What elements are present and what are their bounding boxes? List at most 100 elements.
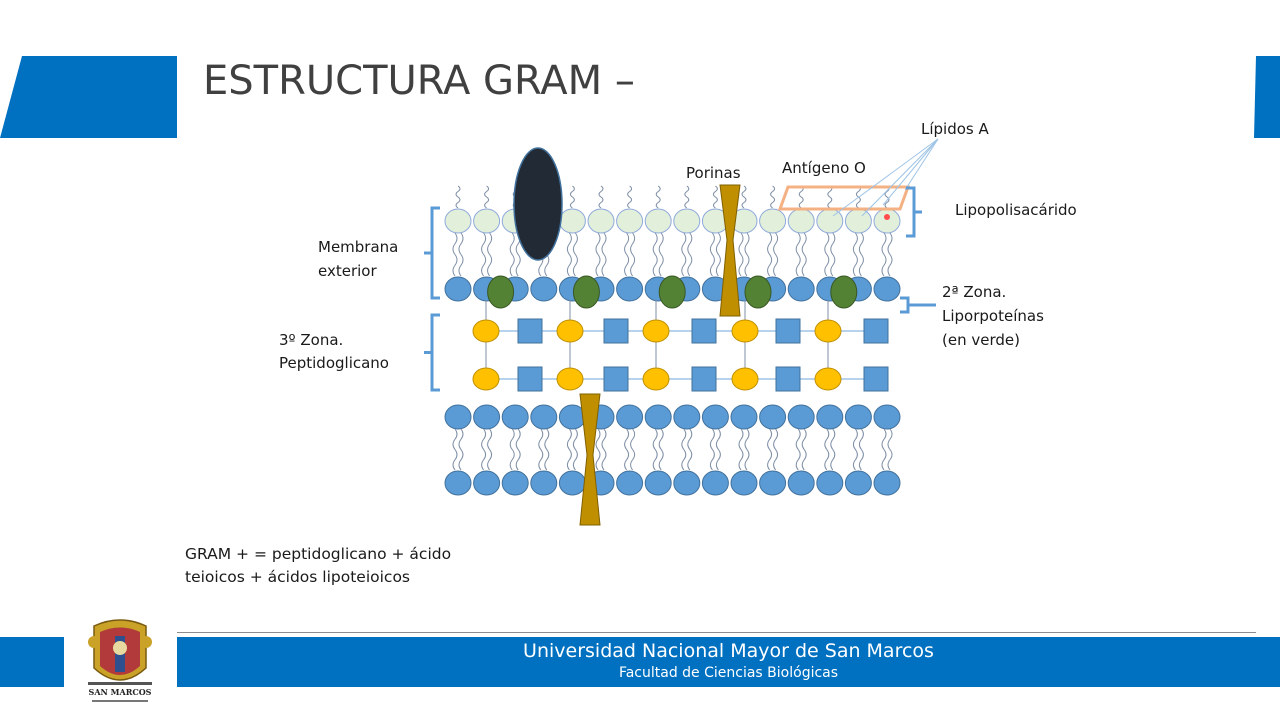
lipid-tail: [738, 232, 744, 277]
lipid-tail: [767, 232, 773, 277]
membrane-head: [787, 276, 815, 302]
lipid-tail: [744, 232, 750, 277]
faculty-name: Facultad de Ciencias Biológicas: [618, 665, 839, 681]
lipoprotein: [830, 275, 858, 309]
lipid-tail: [458, 232, 464, 277]
note-line-1: GRAM + = peptidoglicano + ácido: [185, 545, 452, 563]
bracket-lipoproteinas: [900, 296, 936, 314]
lipid-a-pointer: [882, 138, 939, 206]
lipid-tail: [795, 232, 801, 277]
lps-chain: [741, 185, 747, 209]
label-zona2: 2ª Zona.: [942, 283, 1007, 301]
lipid-tail: [538, 428, 544, 471]
inner-membrane-head: [701, 470, 729, 496]
bracket-membrana-exterior: [424, 206, 440, 300]
lipid-tail: [881, 428, 887, 471]
inner-membrane-head: [473, 404, 501, 430]
inner-membrane-head: [501, 404, 529, 430]
lipid-a-pointer: [832, 138, 939, 217]
nam-sugar: [691, 366, 717, 392]
nam-sugar: [603, 318, 629, 344]
outer-membrane-head: [759, 208, 787, 234]
lps-chain: [770, 185, 776, 209]
lipid-tail: [452, 428, 458, 471]
lipid-tail: [624, 232, 630, 277]
inner-membrane-head: [473, 470, 501, 496]
inner-membrane-head: [759, 470, 787, 496]
nag-sugar: [814, 367, 842, 391]
label-porinas: Porinas: [686, 164, 741, 182]
nam-sugar: [775, 366, 801, 392]
lipoprotein: [744, 275, 772, 309]
lipid-tail: [773, 232, 779, 277]
lipid-tail: [601, 428, 607, 471]
crest-text: SAN MARCOS: [89, 687, 152, 697]
nag-sugar: [556, 319, 584, 343]
lipid-tail: [773, 428, 779, 471]
inner-membrane-head: [501, 470, 529, 496]
inner-membrane-head: [444, 470, 472, 496]
lipid-tail: [566, 428, 572, 471]
title-banner-left: [0, 56, 177, 138]
nag-sugar: [556, 367, 584, 391]
lps-chain: [827, 185, 833, 209]
nam-sugar: [863, 366, 889, 392]
lipid-tail: [572, 232, 578, 277]
lipid-tail: [595, 428, 601, 471]
lipid-tail: [509, 232, 515, 277]
note-line-2: teioicos + ácidos lipoteioicos: [185, 568, 411, 586]
nag-sugar: [472, 367, 500, 391]
lipid-tail: [624, 428, 630, 471]
lipid-tail: [681, 232, 687, 277]
lipid-tail: [595, 232, 601, 277]
lipid-tail: [801, 428, 807, 471]
lipid-tail: [715, 428, 721, 471]
lps-chain: [655, 185, 661, 209]
inner-membrane-head: [558, 470, 586, 496]
lipid-tail: [858, 428, 864, 471]
inner-membrane-head: [816, 404, 844, 430]
lipid-tail: [852, 428, 858, 471]
label-antigeno-o: Antígeno O: [782, 159, 866, 177]
bracket-lipopolisacarido: [906, 186, 922, 238]
lps-chain: [569, 185, 575, 209]
label-lipoproteinas: Liporpoteínas: [942, 307, 1044, 325]
porin-inner: [579, 393, 601, 526]
nag-sugar: [642, 319, 670, 343]
nam-sugar: [691, 318, 717, 344]
membrane-head: [616, 276, 644, 302]
inner-membrane-head: [644, 404, 672, 430]
outer-membrane-head: [644, 208, 672, 234]
lipid-tail: [487, 428, 493, 471]
footer-bar: [177, 637, 1280, 687]
membrane-head: [873, 276, 901, 302]
gram-positive-note: GRAM + = peptidoglicano + ácido teioicos…: [185, 543, 485, 589]
footer-divider: [177, 632, 1256, 633]
label-zona3: 3º Zona.: [279, 331, 344, 349]
inner-membrane-head: [673, 470, 701, 496]
inner-membrane-head: [844, 404, 872, 430]
inner-membrane-head: [616, 404, 644, 430]
lipoprotein: [572, 275, 600, 309]
nag-sugar: [731, 367, 759, 391]
nam-sugar: [517, 366, 543, 392]
lipid-tail: [709, 232, 715, 277]
lps-chain: [798, 185, 804, 209]
label-membrana: Membrana: [318, 238, 399, 256]
label-lipopolisacarido: Lipopolisacárido: [955, 201, 1077, 219]
nam-sugar: [603, 366, 629, 392]
lipoprotein: [487, 275, 515, 309]
lipid-tail: [481, 232, 487, 277]
lipid-tail: [795, 428, 801, 471]
nag-sugar: [731, 319, 759, 343]
lipid-tail: [767, 428, 773, 471]
footer-bar-left: [0, 637, 64, 687]
label-lipidos-a: Lípidos A: [921, 120, 989, 138]
lipid-tail: [687, 232, 693, 277]
nam-sugar: [517, 318, 543, 344]
lps-chain: [884, 185, 890, 209]
outer-membrane-head: [844, 208, 872, 234]
membrane-head: [530, 276, 558, 302]
lipid-tail: [858, 232, 864, 277]
lps-chain: [455, 185, 461, 209]
